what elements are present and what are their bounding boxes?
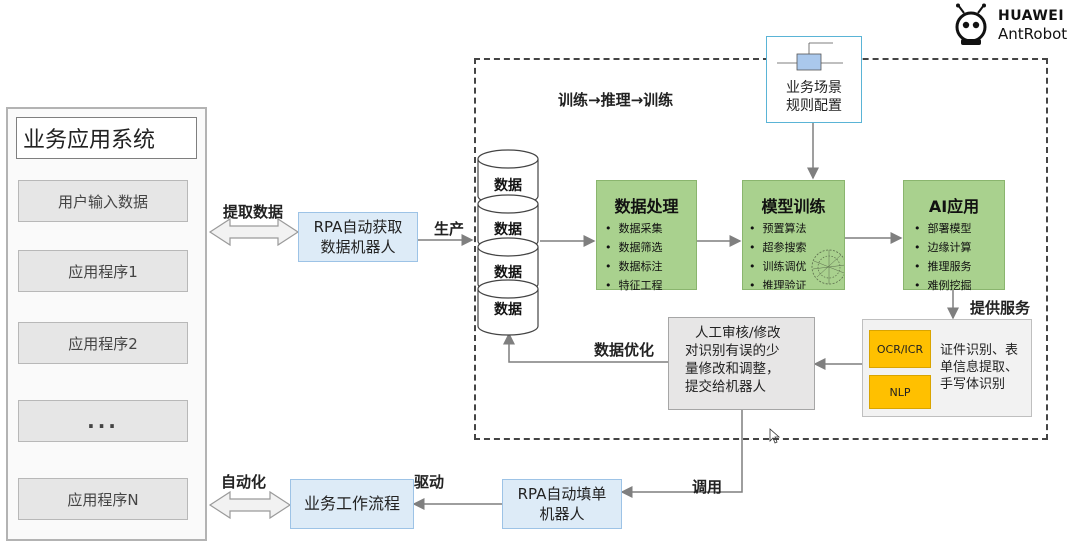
business-workflow-box[interactable]: 业务工作流程 [290, 479, 414, 529]
brand-name: HUAWEI AntRobot [998, 8, 1080, 43]
model-training-box[interactable]: 模型训练 预置算法 超参搜索 训练调优 推理验证 [742, 180, 845, 290]
nlp-chip[interactable]: NLP [869, 375, 931, 409]
data-stack [477, 149, 539, 336]
review-line: 对识别有误的少 [685, 343, 780, 359]
ai-platform-region [474, 58, 1048, 440]
data-cylinder-4 [477, 279, 539, 336]
cursor-icon [769, 428, 781, 444]
model-training-list: 预置算法 超参搜索 训练调优 推理验证 [749, 219, 844, 289]
ai-application-item: 部署模型 [914, 219, 1004, 238]
model-training-item: 训练调优 [749, 257, 844, 276]
label-produce: 生产 [434, 220, 465, 238]
rpa-fill-line2: 机器人 [539, 505, 585, 523]
scenario-config-box[interactable]: 业务场景 规则配置 [766, 36, 862, 123]
ocr-icr-chip[interactable]: OCR/ICR [869, 330, 931, 368]
data-processing-item: 特征工程 [605, 276, 696, 295]
data-label-3: 数据 [494, 265, 522, 281]
app-box-user-input[interactable]: 用户输入数据 [18, 180, 188, 222]
label-data-optimize: 数据优化 [594, 341, 655, 359]
rpa-extract-line2: 数据机器人 [320, 238, 396, 256]
manual-review-box[interactable]: 人工审核/修改 对识别有误的少 量修改和调整， 提交给机器人 [668, 317, 815, 410]
rpa-fill-robot[interactable]: RPA自动填单 机器人 [502, 479, 622, 529]
label-train-infer-loop: 训练→推理→训练 [558, 91, 674, 109]
data-processing-box[interactable]: 数据处理 数据采集 数据筛选 数据标注 特征工程 [596, 180, 697, 292]
data-label-4: 数据 [494, 302, 522, 318]
service-desc-line: 手写体识别 [940, 377, 1006, 392]
app-box-app2[interactable]: 应用程序2 [18, 322, 188, 364]
business-system-title: 业务应用系统 [16, 117, 197, 159]
label-provide-service: 提供服务 [970, 299, 1031, 317]
rpa-fill-line1: RPA自动填单 [517, 485, 607, 503]
review-line: 人工审核/修改 [695, 325, 781, 341]
service-desc-line: 证件识别、表 [940, 343, 1019, 358]
brand-line2: AntRobot [998, 25, 1068, 43]
service-desc-line: 单信息提取、 [940, 360, 1019, 375]
review-line: 量修改和调整， [685, 361, 780, 377]
label-automation: 自动化 [221, 473, 267, 491]
data-processing-list: 数据采集 数据筛选 数据标注 特征工程 [605, 219, 696, 295]
ai-application-item: 边缘计算 [914, 238, 1004, 257]
data-label-2: 数据 [494, 222, 522, 238]
brand-line1: HUAWEI [998, 8, 1065, 24]
rule-config-thumbnail-icon [777, 42, 843, 71]
scenario-line1: 业务场景 [786, 80, 842, 96]
data-label-1: 数据 [494, 178, 522, 194]
double-arrow-automation [208, 490, 292, 520]
label-extract-data: 提取数据 [223, 203, 284, 221]
rpa-extract-robot[interactable]: RPA自动获取 数据机器人 [298, 212, 418, 262]
service-description: 证件识别、表 单信息提取、 手写体识别 [940, 342, 1018, 393]
ai-application-list: 部署模型 边缘计算 推理服务 难例挖掘 [914, 219, 1004, 295]
model-training-item: 推理验证 [749, 276, 844, 289]
label-invoke: 调用 [692, 478, 723, 496]
ai-application-box[interactable]: AI应用 部署模型 边缘计算 推理服务 难例挖掘 [903, 180, 1005, 292]
ant-robot-logo-icon [955, 3, 987, 45]
app-box-app1[interactable]: 应用程序1 [18, 250, 188, 292]
ai-application-item: 推理服务 [914, 257, 1004, 276]
ai-application-title: AI应用 [928, 197, 980, 216]
double-arrow-extract [208, 217, 300, 247]
app-box-ellipsis[interactable]: ... [18, 400, 188, 442]
arrow-data-optimize [503, 332, 668, 363]
model-training-item: 预置算法 [749, 219, 844, 238]
recognition-service-box[interactable]: OCR/ICR NLP 证件识别、表 单信息提取、 手写体识别 [862, 319, 1032, 417]
model-training-item: 超参搜索 [749, 238, 844, 257]
neural-network-icon [811, 249, 844, 285]
label-drive: 驱动 [414, 473, 445, 491]
ai-application-item: 难例挖掘 [914, 276, 1004, 295]
arrow-invoke [620, 410, 743, 498]
data-processing-title: 数据处理 [614, 197, 679, 216]
data-processing-item: 数据筛选 [605, 238, 696, 257]
scenario-line2: 规则配置 [786, 98, 842, 114]
model-training-title: 模型训练 [761, 197, 826, 216]
app-box-appN[interactable]: 应用程序N [18, 478, 188, 520]
data-cylinder-1 [477, 149, 539, 206]
data-processing-item: 数据标注 [605, 257, 696, 276]
rpa-extract-line1: RPA自动获取 [313, 218, 403, 236]
review-line: 提交给机器人 [685, 379, 766, 395]
data-processing-item: 数据采集 [605, 219, 696, 238]
